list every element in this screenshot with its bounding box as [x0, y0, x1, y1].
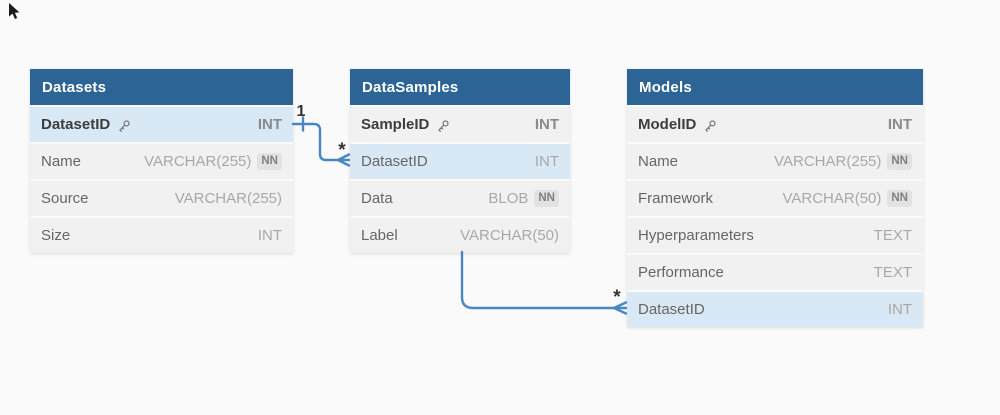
- column-type: INT: [534, 116, 559, 133]
- column-name: DatasetID: [361, 153, 428, 170]
- relationship-datasets-datasamples[interactable]: [291, 116, 351, 167]
- column-type: BLOB: [488, 190, 529, 207]
- table-title: Datasets: [42, 78, 107, 96]
- column-name: Label: [361, 227, 398, 244]
- relationship-datasamples-models[interactable]: [460, 250, 628, 315]
- column-name: SampleID: [361, 116, 430, 133]
- column-name: Name: [41, 153, 82, 170]
- column-name: Source: [41, 190, 89, 207]
- column-type: TEXT: [873, 264, 912, 281]
- column-name: Hyperparameters: [638, 227, 754, 244]
- column-row-datasetid[interactable]: DatasetID INT: [627, 290, 923, 327]
- connector-line: [291, 122, 351, 162]
- column-row-datasetid[interactable]: DatasetID INT: [30, 105, 293, 142]
- table-header[interactable]: Models: [627, 69, 923, 105]
- column-type: VARCHAR(255): [174, 190, 282, 207]
- crow-foot-icon: [612, 301, 628, 315]
- column-name: Size: [41, 227, 71, 244]
- connector-line: [460, 250, 628, 310]
- column-row-hyperparameters[interactable]: Hyperparameters TEXT: [627, 216, 923, 253]
- table-header[interactable]: Datasets: [30, 69, 293, 105]
- not-null-badge: NN: [887, 153, 912, 170]
- column-name: DatasetID: [638, 301, 705, 318]
- column-name: Framework: [638, 190, 714, 207]
- cardinality-many-label: *: [613, 287, 621, 308]
- crow-foot-icon: [336, 153, 351, 167]
- not-null-badge: NN: [534, 190, 559, 207]
- not-null-badge: NN: [257, 153, 282, 170]
- column-type: VARCHAR(50): [782, 190, 882, 207]
- key-icon: [438, 119, 449, 132]
- cardinality-many-label: *: [338, 140, 346, 161]
- column-row-name[interactable]: Name VARCHAR(255) NN: [627, 142, 923, 179]
- column-name: ModelID: [638, 116, 697, 133]
- column-type: TEXT: [873, 227, 912, 244]
- column-row-label[interactable]: Label VARCHAR(50): [350, 216, 570, 253]
- table-title: Models: [639, 78, 692, 96]
- column-type: INT: [257, 227, 282, 244]
- table-header[interactable]: DataSamples: [350, 69, 570, 105]
- column-type: INT: [887, 116, 912, 133]
- column-type: VARCHAR(50): [460, 227, 559, 244]
- column-type: VARCHAR(255): [774, 153, 882, 170]
- column-type: INT: [887, 301, 912, 318]
- column-row-framework[interactable]: Framework VARCHAR(50) NN: [627, 179, 923, 216]
- key-icon: [119, 119, 130, 132]
- column-row-source[interactable]: Source VARCHAR(255): [30, 179, 293, 216]
- column-row-sampleid[interactable]: SampleID INT: [350, 105, 570, 142]
- cursor-arrow-icon: [9, 3, 20, 19]
- key-icon: [705, 119, 716, 132]
- column-type: INT: [534, 153, 559, 170]
- column-row-modelid[interactable]: ModelID INT: [627, 105, 923, 142]
- column-name: DatasetID: [41, 116, 111, 133]
- column-row-data[interactable]: Data BLOB NN: [350, 179, 570, 216]
- column-type: VARCHAR(255): [144, 153, 252, 170]
- column-name: Name: [638, 153, 679, 170]
- column-row-datasetid[interactable]: DatasetID INT: [350, 142, 570, 179]
- column-type: INT: [257, 116, 282, 133]
- column-name: Performance: [638, 264, 724, 281]
- not-null-badge: NN: [887, 190, 912, 207]
- column-name: Data: [361, 190, 393, 207]
- table-title: DataSamples: [362, 78, 459, 96]
- column-row-size[interactable]: Size INT: [30, 216, 293, 253]
- cardinality-one-label: 1: [297, 103, 306, 120]
- column-row-performance[interactable]: Performance TEXT: [627, 253, 923, 290]
- column-row-name[interactable]: Name VARCHAR(255) NN: [30, 142, 293, 179]
